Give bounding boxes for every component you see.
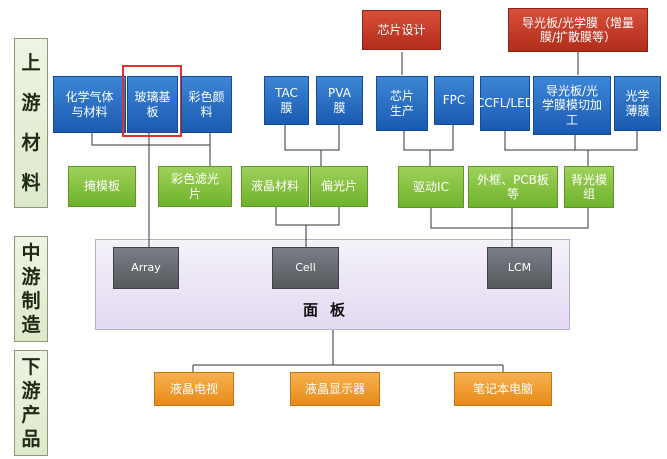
glass-substrate-box: 玻璃基板 bbox=[127, 76, 178, 133]
guide-cut-label: 导光板/光学膜模切加工 bbox=[541, 83, 602, 127]
sidebar-downstream-char-3: 产 bbox=[21, 403, 41, 426]
sidebar-midstream-char-2: 游 bbox=[21, 265, 41, 288]
line-backlight-group bbox=[504, 131, 638, 151]
liquid-crystal-box: 液晶材料 bbox=[241, 166, 309, 207]
lcd-monitor-box: 液晶显示器 bbox=[290, 372, 380, 406]
mask-box: 掩模板 bbox=[68, 166, 136, 207]
glass-substrate-label: 玻璃基板 bbox=[134, 90, 171, 119]
pva-film-label: PVA膜 bbox=[328, 86, 351, 115]
chip-design-box: 芯片设计 bbox=[362, 10, 441, 50]
guide-cut-box: 导光板/光学膜模切加工 bbox=[533, 76, 611, 135]
sidebar-midstream-char-3: 制 bbox=[21, 289, 41, 312]
chemical-materials-label: 化学气体与材料 bbox=[65, 90, 114, 119]
frame-pcb-label: 外框、PCB板等 bbox=[477, 172, 549, 201]
liquid-crystal-label: 液晶材料 bbox=[250, 179, 299, 194]
sidebar-midstream-char-4: 造 bbox=[21, 313, 41, 336]
color-pigment-label: 彩色颜料 bbox=[188, 90, 225, 119]
optical-film-label: 光学薄膜 bbox=[625, 89, 650, 118]
polarizer-label: 偏光片 bbox=[320, 179, 357, 194]
sidebar-upstream-char-3: 材 bbox=[21, 131, 41, 154]
color-pigment-box: 彩色颜料 bbox=[181, 76, 232, 133]
chemical-materials-box: 化学气体与材料 bbox=[53, 76, 126, 133]
lcd-tv-box: 液晶电视 bbox=[154, 372, 234, 406]
laptop-label: 笔记本电脑 bbox=[472, 381, 533, 396]
lcm-label: LCM bbox=[507, 261, 532, 275]
driver-ic-label: 驱动IC bbox=[413, 179, 449, 194]
frame-pcb-box: 外框、PCB板等 bbox=[468, 166, 558, 208]
lcd-tv-label: 液晶电视 bbox=[169, 381, 218, 396]
tac-film-box: TAC膜 bbox=[264, 76, 309, 125]
polarizer-box: 偏光片 bbox=[310, 166, 368, 207]
sidebar-upstream: 上 游 材 料 bbox=[14, 38, 48, 208]
laptop-box: 笔记本电脑 bbox=[454, 372, 552, 406]
line-lc-polarizer bbox=[275, 207, 340, 226]
sidebar-downstream-char-1: 下 bbox=[21, 355, 41, 378]
lcm-box: LCM bbox=[487, 247, 552, 289]
line-chip-fpc bbox=[403, 125, 454, 151]
cell-label: Cell bbox=[295, 261, 316, 275]
chip-production-box: 芯片生产 bbox=[376, 76, 428, 131]
line-lcm-group bbox=[430, 208, 589, 229]
sidebar-downstream-char-4: 品 bbox=[21, 427, 41, 450]
cell-box: Cell bbox=[272, 247, 339, 289]
sidebar-upstream-char-4: 料 bbox=[21, 171, 41, 194]
sidebar-upstream-char-2: 游 bbox=[21, 91, 41, 114]
optical-film-box: 光学薄膜 bbox=[614, 76, 661, 131]
backlight-label: 背光模组 bbox=[570, 172, 607, 201]
array-box: Array bbox=[113, 247, 179, 289]
fpc-label: FPC bbox=[442, 93, 466, 108]
line-to-color-filter bbox=[91, 133, 211, 166]
glass-highlight-frame bbox=[122, 65, 182, 137]
chip-design-label: 芯片设计 bbox=[377, 22, 426, 37]
ccfl-led-label: CCFL/LED bbox=[476, 96, 534, 111]
array-label: Array bbox=[131, 261, 161, 275]
sidebar-downstream-char-2: 游 bbox=[21, 379, 41, 402]
tac-film-label: TAC膜 bbox=[275, 86, 298, 115]
light-guide-film-label: 导光板/光学膜（增量膜/扩散膜等） bbox=[521, 15, 635, 44]
chip-production-label: 芯片生产 bbox=[389, 89, 414, 118]
backlight-box: 背光模组 bbox=[564, 166, 614, 208]
fpc-box: FPC bbox=[434, 76, 474, 125]
line-tac-pva bbox=[284, 125, 340, 151]
pva-film-box: PVA膜 bbox=[316, 76, 363, 125]
sidebar-midstream: 中 游 制 造 bbox=[14, 236, 48, 342]
lcd-monitor-label: 液晶显示器 bbox=[304, 381, 365, 396]
ccfl-led-box: CCFL/LED bbox=[476, 76, 534, 131]
sidebar-downstream: 下 游 产 品 bbox=[14, 350, 48, 456]
mask-label: 掩模板 bbox=[83, 179, 120, 194]
color-filter-box: 彩色滤光片 bbox=[158, 166, 232, 207]
sidebar-midstream-char-1: 中 bbox=[21, 241, 41, 264]
light-guide-film-box: 导光板/光学膜（增量膜/扩散膜等） bbox=[508, 8, 648, 52]
sidebar-upstream-char-1: 上 bbox=[21, 51, 41, 74]
panel-title: 面板 bbox=[302, 301, 357, 319]
driver-ic-box: 驱动IC bbox=[398, 166, 464, 208]
color-filter-label: 彩色滤光片 bbox=[170, 172, 219, 201]
